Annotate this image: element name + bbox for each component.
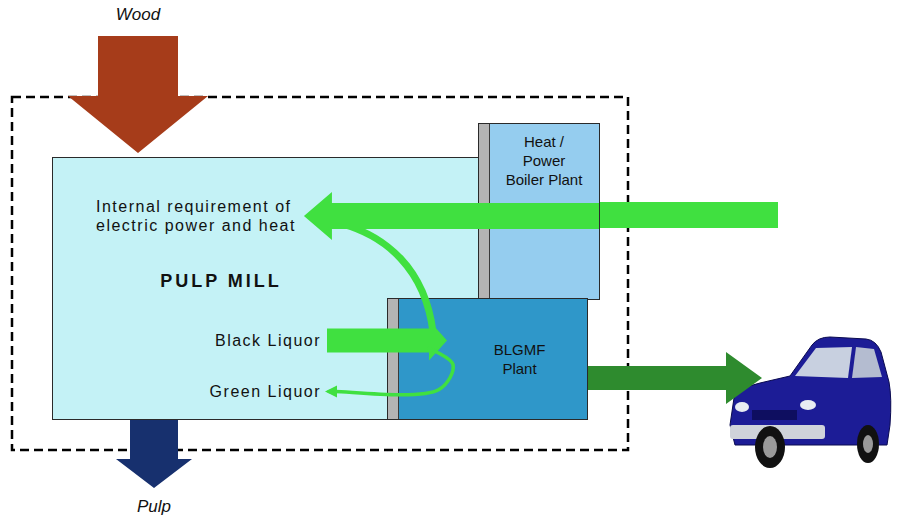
car-headlight <box>800 400 816 410</box>
wood-arrow <box>68 36 208 153</box>
output-label: Pulp <box>94 497 214 517</box>
liquor-label: Green Liquor <box>171 382 321 401</box>
car-wheel <box>857 425 879 463</box>
car-grille <box>752 410 797 420</box>
car-headlight <box>735 402 749 412</box>
car-wheel <box>755 426 785 468</box>
liquor-label: Black Liquor <box>171 331 321 350</box>
blgmf-plant-box: BLGMF Plant <box>387 298 588 420</box>
requirement-text: Internal requirement of electric power a… <box>96 197 328 235</box>
car-windshield <box>795 347 852 378</box>
car-illustration <box>730 337 891 468</box>
pulp-arrow <box>116 420 192 488</box>
car-hub <box>763 436 777 458</box>
car-window <box>852 347 882 378</box>
system-boundary <box>12 97 628 450</box>
input-label: Wood <box>78 5 198 25</box>
heat-arrow-tail <box>598 202 778 228</box>
car-hub <box>863 435 873 453</box>
mill-title: PULP MILL <box>101 272 341 291</box>
plant-name: Heat / Power Boiler Plant <box>504 132 585 189</box>
plant-name: BLGMF Plant <box>488 340 552 378</box>
fuel-output-arrow <box>588 352 762 404</box>
